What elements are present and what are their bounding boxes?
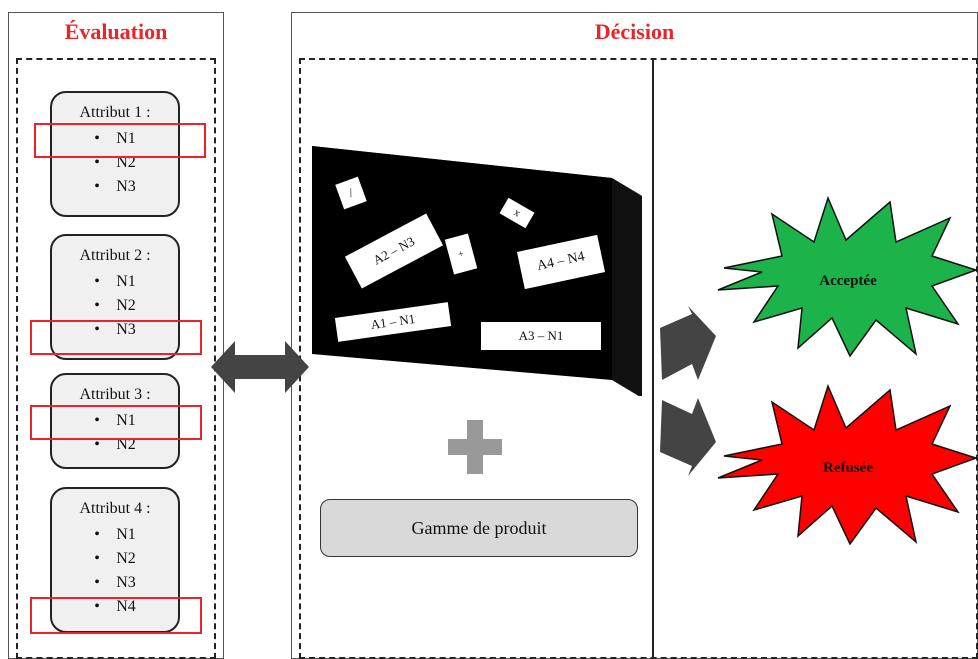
level-list: • N1 • N2 xyxy=(52,409,178,457)
level-label: N2 xyxy=(116,436,136,453)
selection-box xyxy=(30,320,202,355)
level-item: • N3 xyxy=(52,318,178,342)
level-item: • N2 xyxy=(52,294,178,318)
level-label: N1 xyxy=(116,130,136,147)
level-label: N2 xyxy=(116,297,136,314)
level-label: N1 xyxy=(116,273,136,290)
refused-label: Refusée xyxy=(823,460,873,476)
attribute-title: Attribut 4 : xyxy=(79,500,151,517)
evaluation-title: Évaluation xyxy=(64,19,168,44)
level-label: N3 xyxy=(116,574,136,591)
bullet-icon: • xyxy=(94,154,100,171)
bullet-icon: • xyxy=(94,130,100,147)
selection-box xyxy=(30,597,202,634)
level-label: N3 xyxy=(116,321,136,338)
bullet-icon: • xyxy=(94,550,100,567)
selection-box xyxy=(34,123,206,158)
evaluation-dashed-box xyxy=(16,58,216,659)
refused-star: Refusée xyxy=(717,383,978,546)
arrow-refuse-icon xyxy=(660,398,716,476)
arrow-accept-icon xyxy=(660,306,716,380)
plus-icon xyxy=(448,420,502,474)
attribute-title: Attribut 2 : xyxy=(79,247,151,264)
level-label: N1 xyxy=(116,526,136,543)
bullet-icon: • xyxy=(94,297,100,314)
bullet-icon: • xyxy=(94,273,100,290)
level-list: • N1 • N2 • N3 xyxy=(52,270,178,342)
bullet-icon: • xyxy=(94,321,100,338)
level-label: N3 xyxy=(116,178,136,195)
level-item: • N1 xyxy=(52,127,178,151)
level-label: N4 xyxy=(116,598,136,615)
level-item: • N2 xyxy=(52,547,178,571)
attribute-title: Attribut 3 : xyxy=(79,386,151,403)
board-card: A3 – N1 xyxy=(481,322,601,350)
level-list: • N1 • N2 • N3 • N4 xyxy=(52,523,178,619)
decision-divider xyxy=(652,59,654,659)
level-item: • N4 xyxy=(52,595,178,619)
level-label: N2 xyxy=(116,154,136,171)
bullet-icon: • xyxy=(94,574,100,591)
level-label: N2 xyxy=(116,550,136,567)
level-item: • N2 xyxy=(52,151,178,175)
level-item: • N1 xyxy=(52,270,178,294)
level-item: • N3 xyxy=(52,571,178,595)
attribute-card-1: Attribut 1 : • N1 • N2 • N3 xyxy=(50,91,180,217)
selection-box xyxy=(30,405,202,440)
decision-title: Décision xyxy=(594,19,675,44)
level-label: N1 xyxy=(116,412,136,429)
double-arrow-icon xyxy=(211,341,309,393)
accepted-label: Acceptée xyxy=(819,273,877,289)
bullet-icon: • xyxy=(94,436,100,453)
bullet-icon: • xyxy=(94,412,100,429)
attribute-title: Attribut 1 : xyxy=(79,104,151,121)
bullet-icon: • xyxy=(94,526,100,543)
attribute-card-4: Attribut 4 : • N1 • N2 • N3 • N4 xyxy=(50,487,180,633)
attribute-card-3: Attribut 3 : • N1 • N2 xyxy=(50,373,180,469)
accepted-star: Acceptée xyxy=(717,195,978,358)
attribute-card-2: Attribut 2 : • N1 • N2 • N3 xyxy=(50,234,180,360)
bullet-icon: • xyxy=(94,598,100,615)
level-item: • N3 xyxy=(52,175,178,199)
level-list: • N1 • N2 • N3 xyxy=(52,127,178,199)
level-item: • N1 xyxy=(52,523,178,547)
bullet-icon: • xyxy=(94,178,100,195)
product-range-box: Gamme de produit xyxy=(320,499,638,557)
level-item: • N1 xyxy=(52,409,178,433)
level-item: • N2 xyxy=(52,433,178,457)
